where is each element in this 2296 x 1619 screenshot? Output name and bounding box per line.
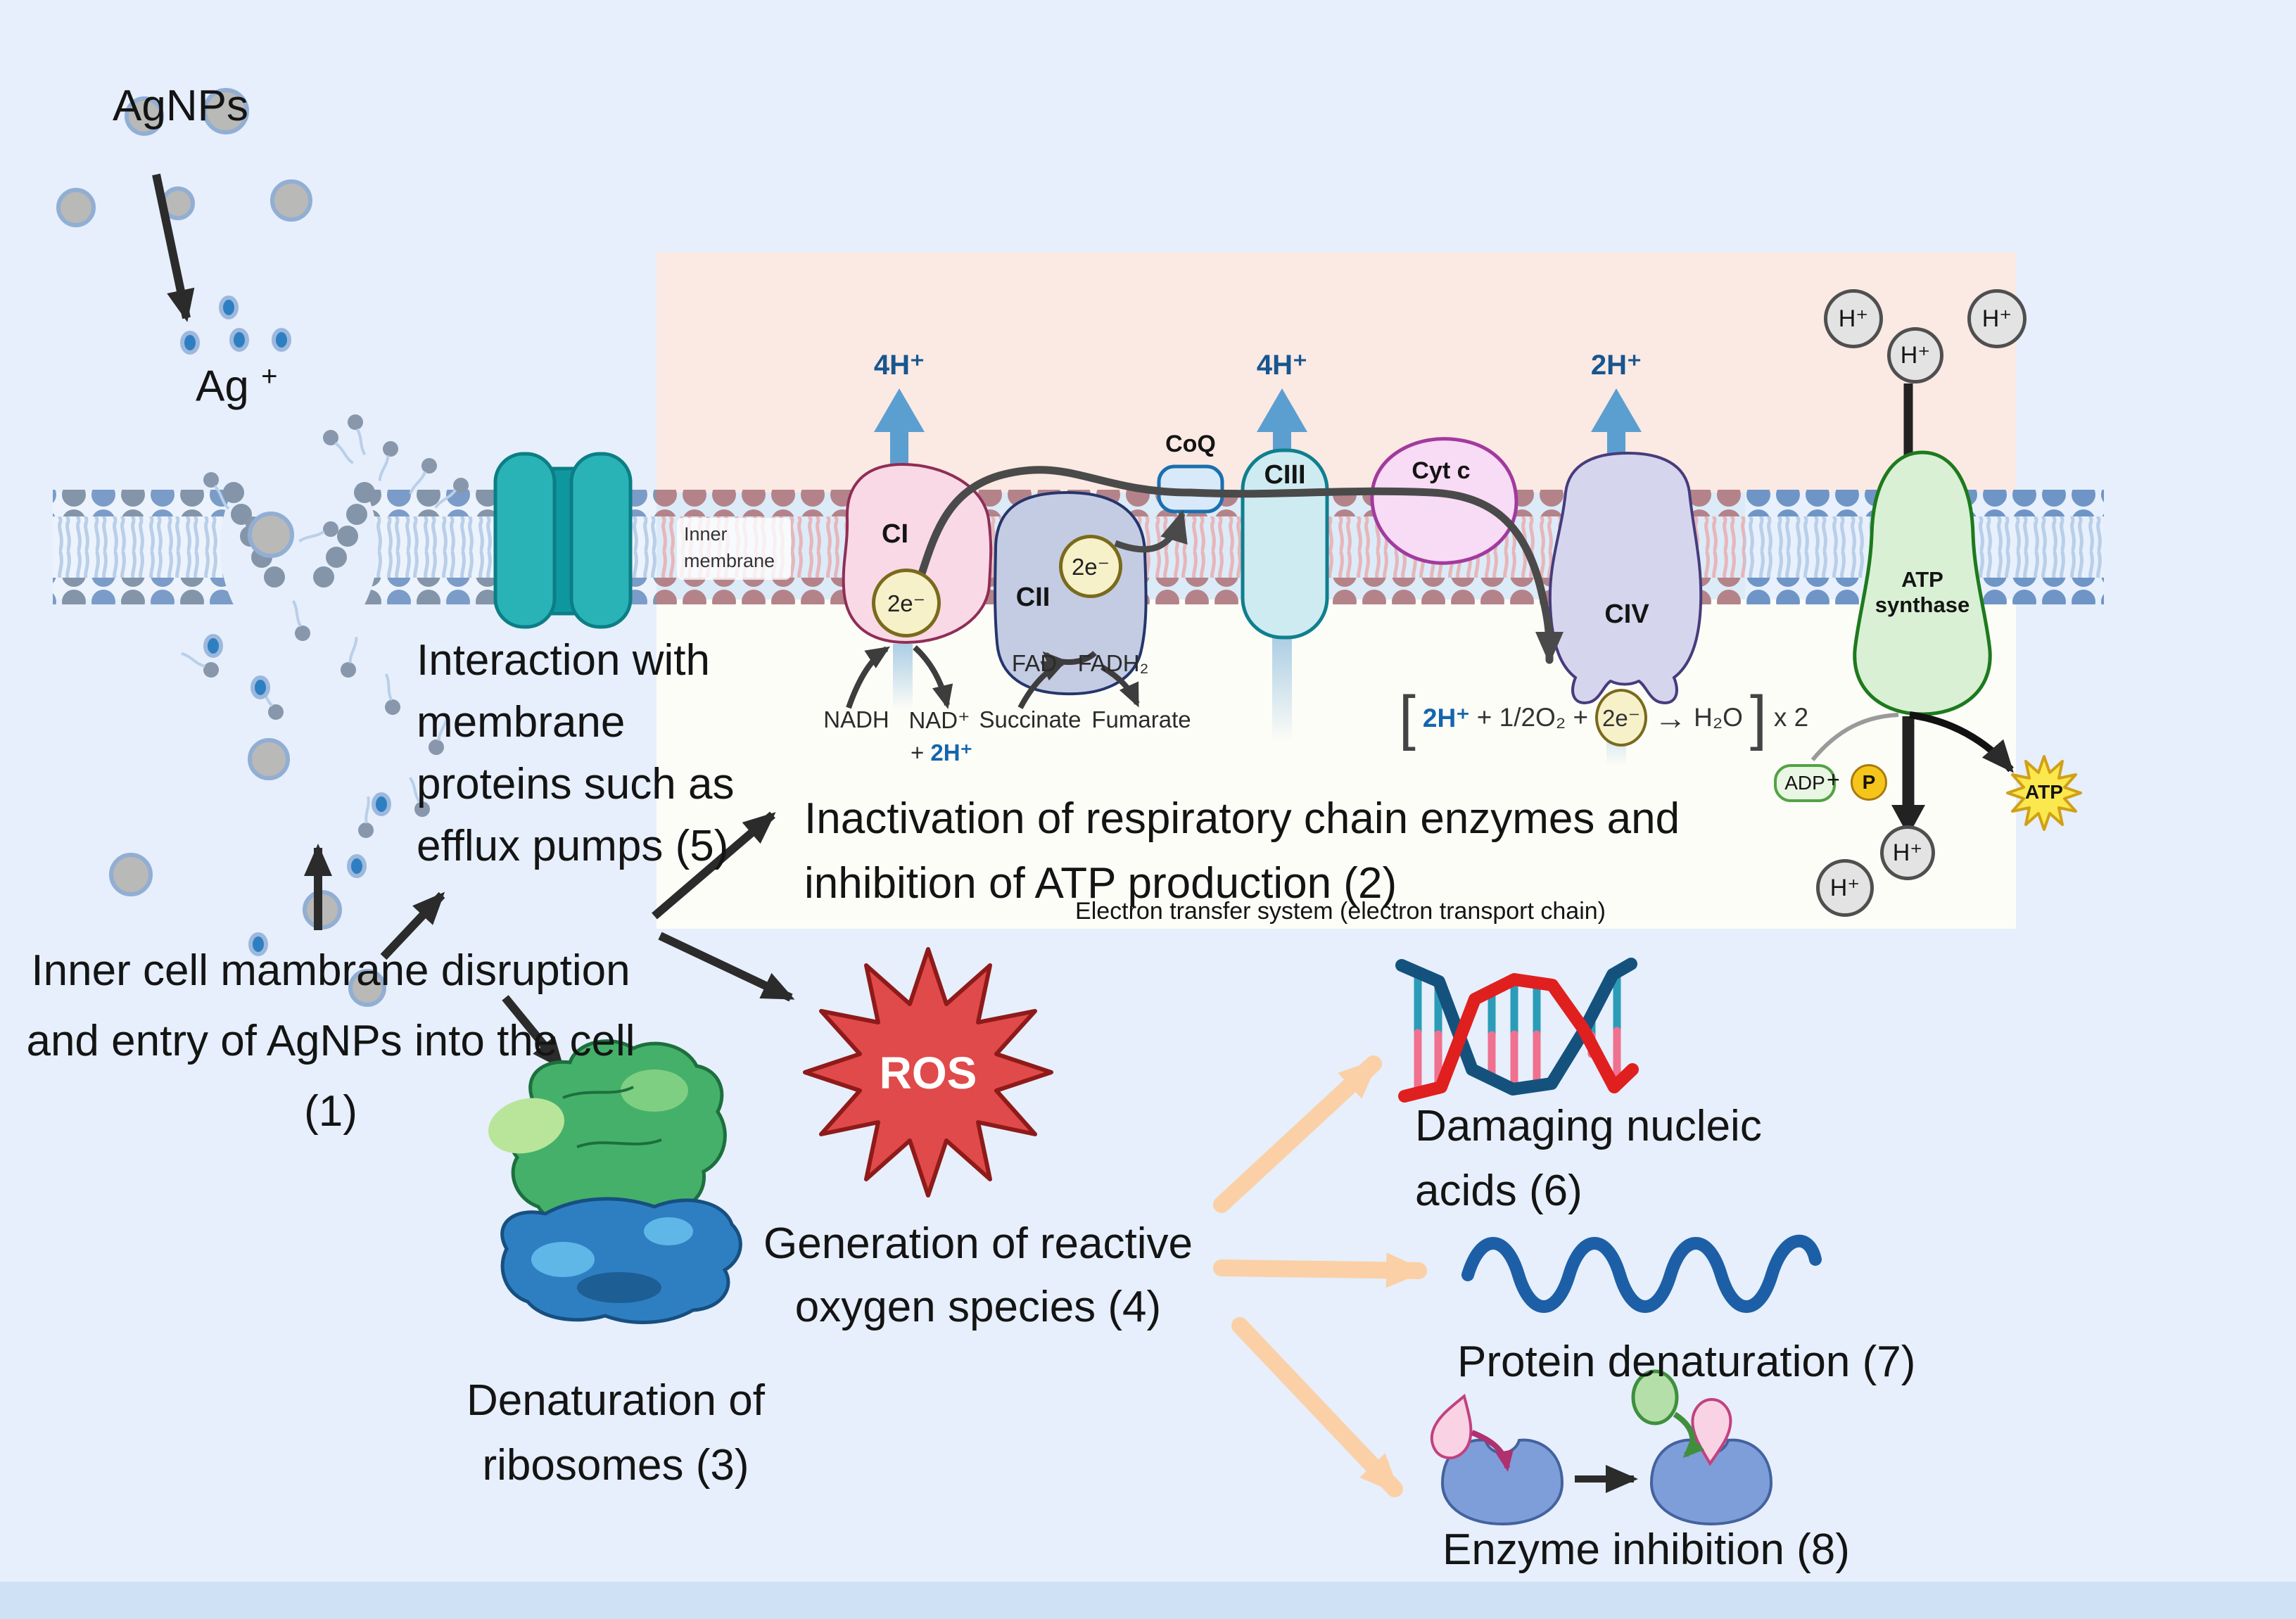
etc-caption: Electron transfer system (electron trans… (1075, 898, 1606, 925)
substrate-teardrop (1430, 1393, 1473, 1460)
substrate-arrows (846, 645, 1140, 709)
fad-label: FAD (1011, 650, 1058, 676)
adp-pill: ADP (1774, 764, 1836, 802)
ros-starburst (803, 947, 1053, 1198)
coq-label: CoQ (1165, 431, 1216, 457)
enzyme-inhibition-graphic (1430, 1369, 1773, 1526)
electron-path-arrow (912, 466, 1564, 664)
proton-circle-5: H⁺ (1880, 825, 1935, 880)
silver-ions (180, 296, 391, 956)
proton-arrows-blue (874, 388, 1642, 493)
succinate-label: Succinate (979, 706, 1082, 732)
cii-label: CII (1015, 583, 1051, 612)
silver-ion-label: Ag + (196, 361, 278, 411)
electron-pair-equation: 2e⁻ (1595, 689, 1648, 747)
ros-label: ROS (879, 1048, 977, 1098)
proton-circle-2: H⁺ (1887, 327, 1943, 383)
denatured-protein-squiggle (1461, 1234, 1822, 1313)
plus-2h-label: + 2H⁺ (910, 739, 973, 766)
complex-iv (1548, 451, 1703, 704)
damaged-dna (1395, 958, 1639, 1103)
ciii-fade-tail (1272, 637, 1292, 743)
ci-label: CI (882, 519, 908, 549)
proton-circle-4: H⁺ (1816, 859, 1874, 917)
bottom-strip (0, 1582, 2296, 1619)
proton-circle-1: H⁺ (1824, 289, 1883, 348)
electron-pair-ci: 2e⁻ (872, 569, 941, 637)
oxygen-reduction-equation: [ 2H⁺ + 1/2O₂ + 2e⁻ → H₂O ] x 2 (1399, 684, 1809, 751)
nad-label: NAD⁺ (908, 707, 970, 733)
step-arrows (152, 173, 795, 1070)
adp-plus-sign: + (1827, 767, 1840, 792)
ros-effect-arrows (1213, 1055, 1427, 1497)
agnps-label: AgNPs (113, 82, 248, 130)
ribosome (488, 1039, 742, 1324)
step2-text: Inactivation of respiratory chain enzyme… (804, 794, 1680, 908)
proton-4h-label-ciii: 4H⁺ (1256, 350, 1308, 381)
efflux-pump (493, 452, 633, 629)
inhibitor-molecule (1631, 1369, 1679, 1426)
atp-star-label: ATP (2025, 781, 2063, 803)
fumarate-label: Fumarate (1091, 706, 1191, 732)
nadh-label: NADH (823, 706, 889, 732)
proton-circle-3: H⁺ (1967, 289, 2027, 348)
proton-4h-label-ci: 4H⁺ (873, 350, 925, 381)
atp-star (2006, 755, 2082, 831)
cytc-label: Cyt c (1412, 457, 1471, 484)
electron-pair-cii: 2e⁻ (1059, 535, 1122, 598)
ci-fade-tail (893, 644, 913, 711)
phosphate-circle: P (1851, 764, 1887, 801)
step7-text: Protein denaturation (7) (1457, 1338, 1916, 1386)
proton-2h-label-civ: 2H⁺ (1590, 350, 1642, 381)
atp-synthase (1810, 383, 2014, 836)
cii-to-coq-arrow (1114, 509, 1188, 553)
step8-text: Enzyme inhibition (8) (1442, 1525, 1850, 1574)
membrane-disruption (176, 411, 474, 840)
civ-label: CIV (1604, 599, 1649, 629)
ciii-label: CIII (1264, 460, 1306, 490)
fadh2-label: FADH₂ (1077, 650, 1149, 676)
cytochrome-c (1370, 437, 1518, 565)
